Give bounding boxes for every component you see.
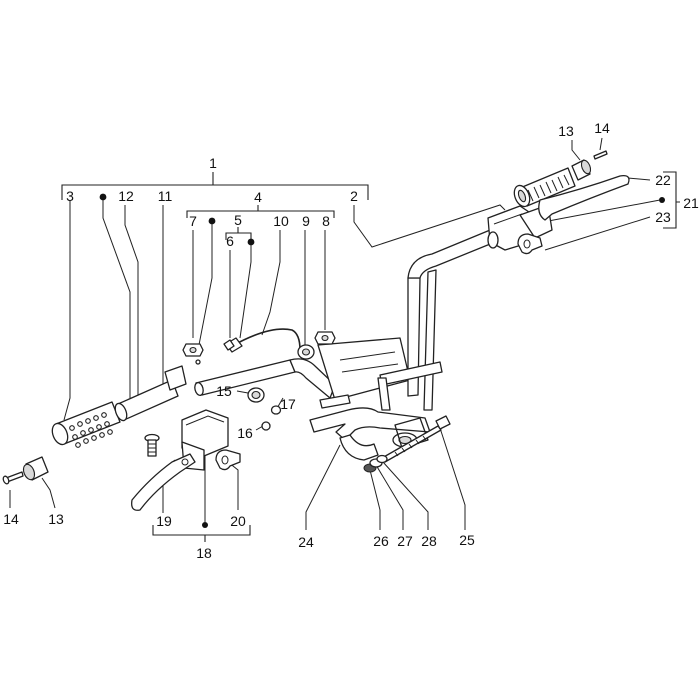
leader-22	[627, 177, 651, 181]
dot-18	[202, 522, 208, 528]
label-15: 15	[216, 383, 232, 399]
label-21: 21	[683, 195, 699, 211]
leader-7b	[197, 224, 213, 351]
label-13-right: 13	[558, 123, 574, 139]
label-27: 27	[397, 533, 413, 549]
leader-24	[305, 444, 341, 530]
label-12: 12	[118, 188, 134, 204]
label-20: 20	[230, 513, 246, 529]
label-11: 11	[158, 188, 173, 204]
leader-28	[382, 461, 429, 530]
leader-23	[544, 216, 651, 251]
dot-23	[659, 197, 665, 203]
leader-20	[227, 461, 239, 510]
small-parts	[182, 328, 336, 431]
leader-14b	[599, 137, 603, 151]
bracket-5	[225, 227, 252, 240]
label-3: 3	[66, 188, 74, 204]
label-10: 10	[273, 213, 289, 229]
label-13-left: 13	[48, 511, 64, 527]
label-14-right: 14	[594, 120, 610, 136]
label-8: 8	[322, 213, 330, 229]
label-7: 7	[189, 213, 197, 229]
leader-12	[102, 200, 131, 398]
right-assembly	[487, 150, 630, 255]
label-4: 4	[254, 189, 262, 205]
leader-25	[439, 427, 466, 530]
label-6: 6	[226, 233, 234, 249]
reference-dots	[99, 193, 665, 528]
right-grip	[513, 167, 576, 208]
label-26: 26	[373, 533, 389, 549]
leader-3	[63, 200, 71, 421]
label-23: 23	[655, 209, 671, 225]
dot-7b	[208, 217, 216, 225]
label-14-left: 14	[3, 511, 19, 527]
bracket-18	[152, 525, 251, 542]
label-18: 18	[196, 545, 212, 561]
label-5: 5	[234, 212, 242, 228]
bracket-4	[186, 205, 335, 218]
dot-6	[247, 238, 255, 246]
leader-10	[261, 230, 281, 336]
leader-13b	[571, 140, 581, 161]
label-9: 9	[302, 213, 310, 229]
label-16: 16	[237, 425, 253, 441]
group-brackets	[61, 171, 680, 542]
bracket-1	[61, 172, 369, 200]
dot-12	[99, 193, 107, 201]
bracket-21	[663, 171, 680, 229]
label-1: 1	[209, 155, 217, 171]
leader-2	[353, 204, 506, 248]
label-17: 17	[280, 396, 296, 412]
left-controls	[131, 409, 241, 511]
part-labels: 1 2 3 4 5 6 7 8 9 10 11 12 13 13 14 14 1…	[3, 120, 699, 561]
leader-26	[369, 469, 381, 530]
leader-12b	[124, 205, 139, 402]
leader-27	[375, 464, 404, 530]
label-19: 19	[156, 513, 172, 529]
left-grip	[2, 365, 187, 485]
label-22: 22	[655, 172, 671, 188]
leader-13a	[41, 477, 56, 509]
label-2: 2	[350, 188, 358, 204]
label-25: 25	[459, 532, 475, 548]
mount-bolts	[363, 415, 451, 473]
leader-15	[236, 390, 249, 394]
label-24: 24	[298, 534, 314, 550]
leader-23dot	[542, 199, 661, 223]
label-28: 28	[421, 533, 437, 549]
leader-5	[239, 245, 252, 339]
